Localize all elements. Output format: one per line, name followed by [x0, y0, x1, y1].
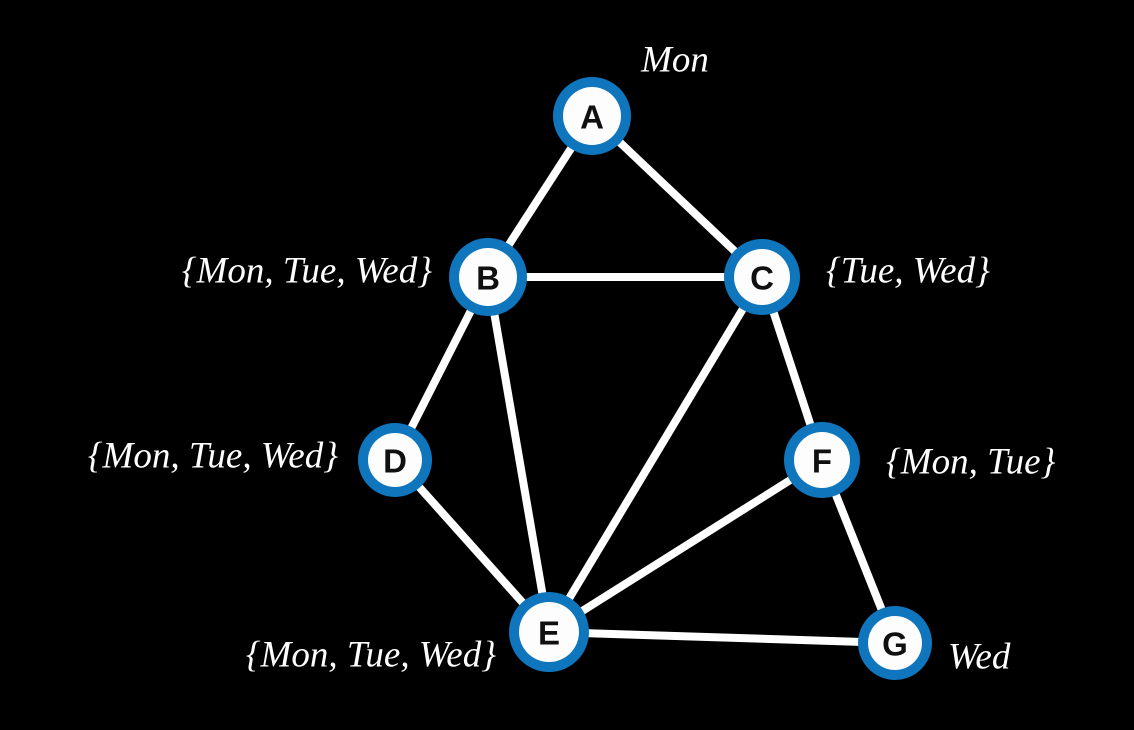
node-e-face	[519, 602, 579, 662]
domain-label-e: {Mon, Tue, Wed}	[246, 635, 496, 676]
domain-label-f: {Mon, Tue}	[886, 442, 1056, 483]
domain-label-d: {Mon, Tue, Wed}	[88, 436, 338, 477]
node-f-face	[794, 432, 850, 488]
edge-c-e	[545, 274, 766, 635]
node-e[interactable]: E	[509, 592, 589, 672]
node-a-face	[563, 87, 621, 145]
node-d[interactable]: D	[358, 423, 432, 497]
node-c-letter: C	[750, 260, 774, 297]
node-b-letter: B	[476, 260, 500, 297]
edge-e-f	[546, 456, 825, 636]
domain-label-b: {Mon, Tue, Wed}	[182, 251, 432, 292]
node-a-letter: A	[580, 99, 604, 136]
node-g-letter: G	[882, 626, 908, 663]
node-c-face	[734, 249, 790, 305]
node-d-face	[368, 433, 422, 487]
edges-group	[391, 113, 899, 647]
nodes-group: A B C D E F G	[358, 77, 932, 680]
node-b-face	[459, 248, 517, 306]
node-b[interactable]: B	[449, 238, 527, 316]
domain-label-g: Wed	[948, 637, 1011, 678]
node-a[interactable]: A	[553, 77, 631, 155]
node-c[interactable]: C	[724, 239, 800, 315]
edge-e-g	[548, 628, 896, 647]
node-f[interactable]: F	[784, 422, 860, 498]
node-g[interactable]: G	[858, 606, 932, 680]
domain-label-c: {Tue, Wed}	[826, 251, 990, 292]
domain-label-a: Mon	[640, 40, 709, 81]
edge-b-e	[484, 276, 553, 633]
node-g-face	[868, 616, 922, 670]
edge-a-c	[589, 113, 765, 280]
node-f-letter: F	[812, 443, 832, 480]
domain-labels-group: Mon {Mon, Tue, Wed} {Tue, Wed} {Mon, Tue, W…	[88, 40, 1056, 678]
node-e-letter: E	[538, 615, 560, 652]
node-d-letter: D	[383, 443, 407, 480]
